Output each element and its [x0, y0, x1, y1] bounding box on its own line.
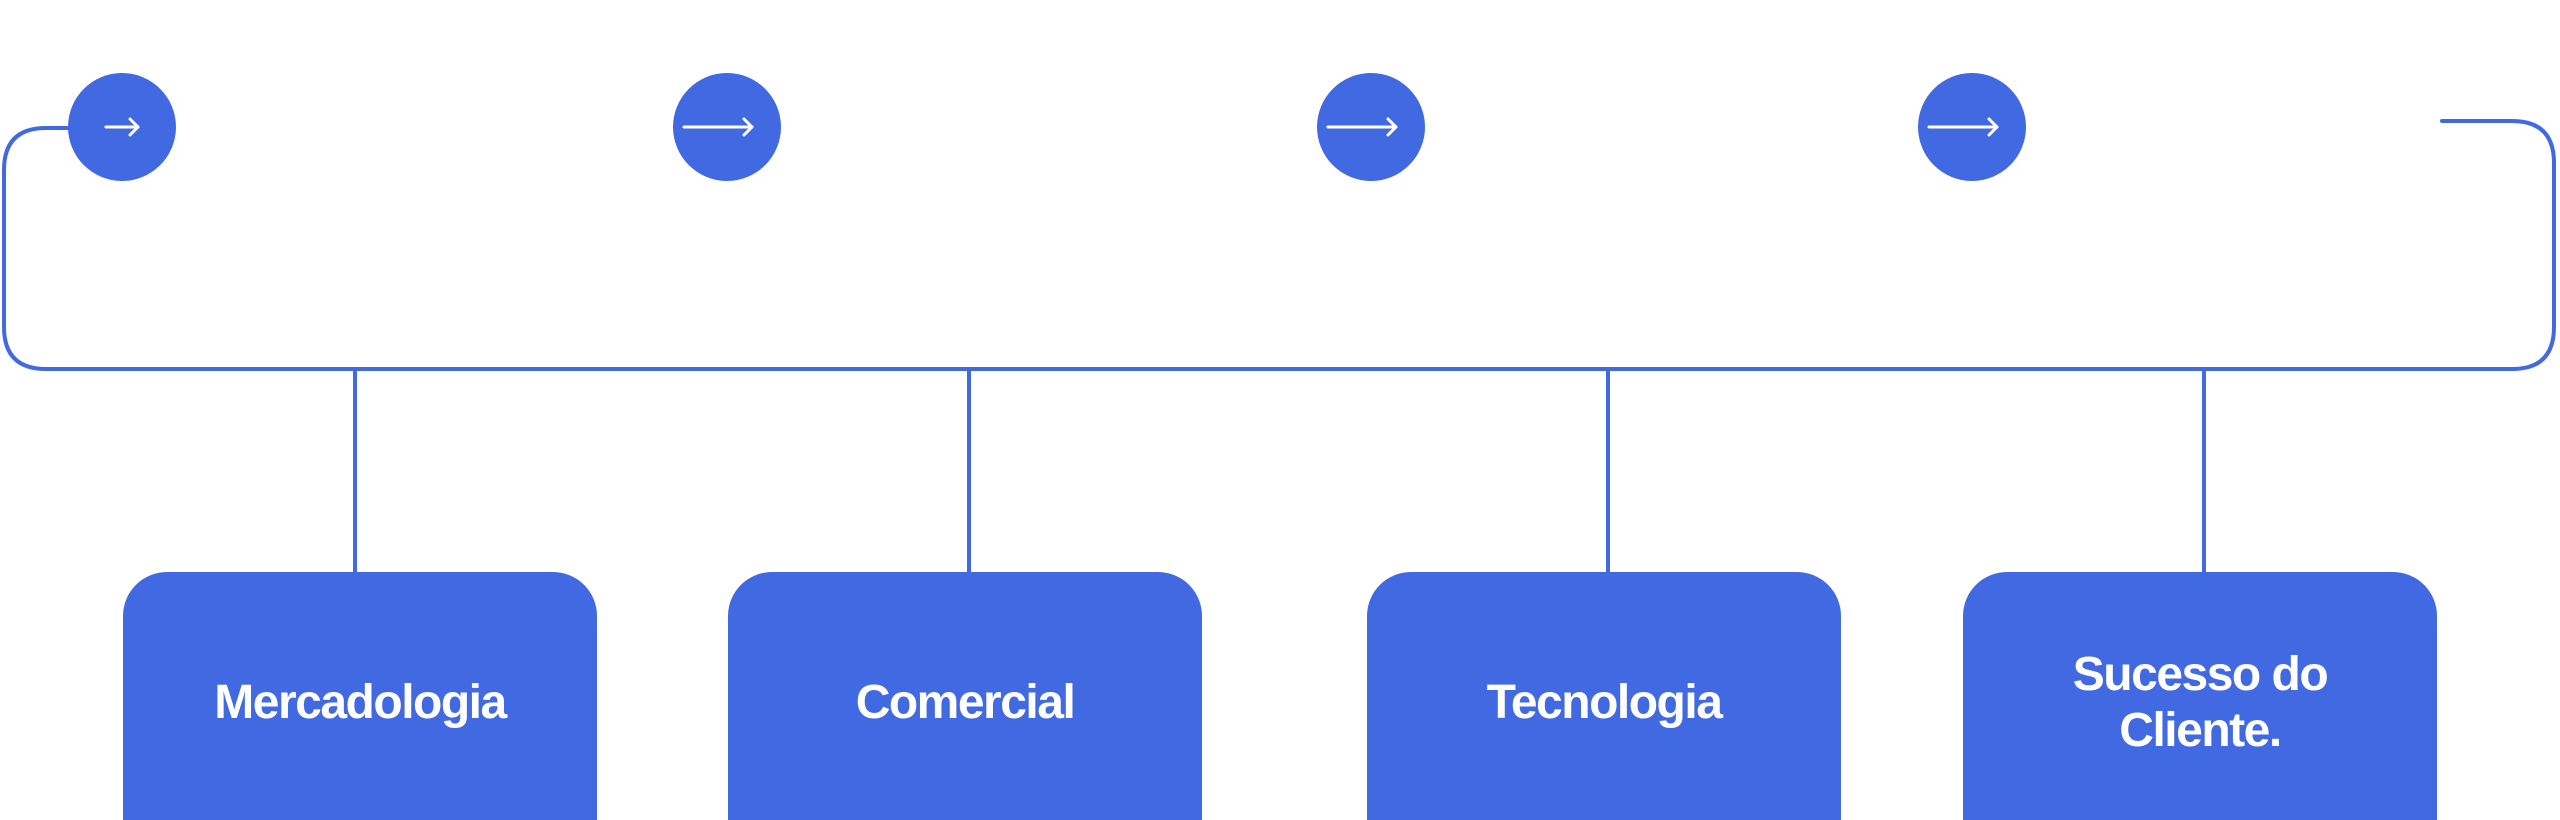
- flow-loop-line: [2, 119, 2556, 371]
- arrow-right-icon: [682, 117, 754, 137]
- department-label: Tecnologia: [1486, 676, 1723, 729]
- department-box-comercial: Comercial: [728, 572, 1202, 820]
- department-box-sucesso-do-cliente: Sucesso do Cliente.: [1963, 572, 2437, 820]
- department-label: Comercial: [855, 676, 1076, 729]
- arrow-right-icon: [1326, 117, 1398, 137]
- arrow-right-icon: [104, 117, 140, 137]
- step-circle-3: [1317, 73, 1425, 181]
- step-circle-1: [68, 73, 176, 181]
- step-circle-2: [673, 73, 781, 181]
- department-label: Mercadologia: [214, 676, 507, 729]
- department-label: Sucesso do Cliente.: [2072, 648, 2329, 757]
- department-box-tecnologia: Tecnologia: [1367, 572, 1841, 820]
- department-box-mercadologia: Mercadologia: [123, 572, 597, 820]
- step-circle-4: [1918, 73, 2026, 181]
- arrow-right-icon: [1927, 117, 1999, 137]
